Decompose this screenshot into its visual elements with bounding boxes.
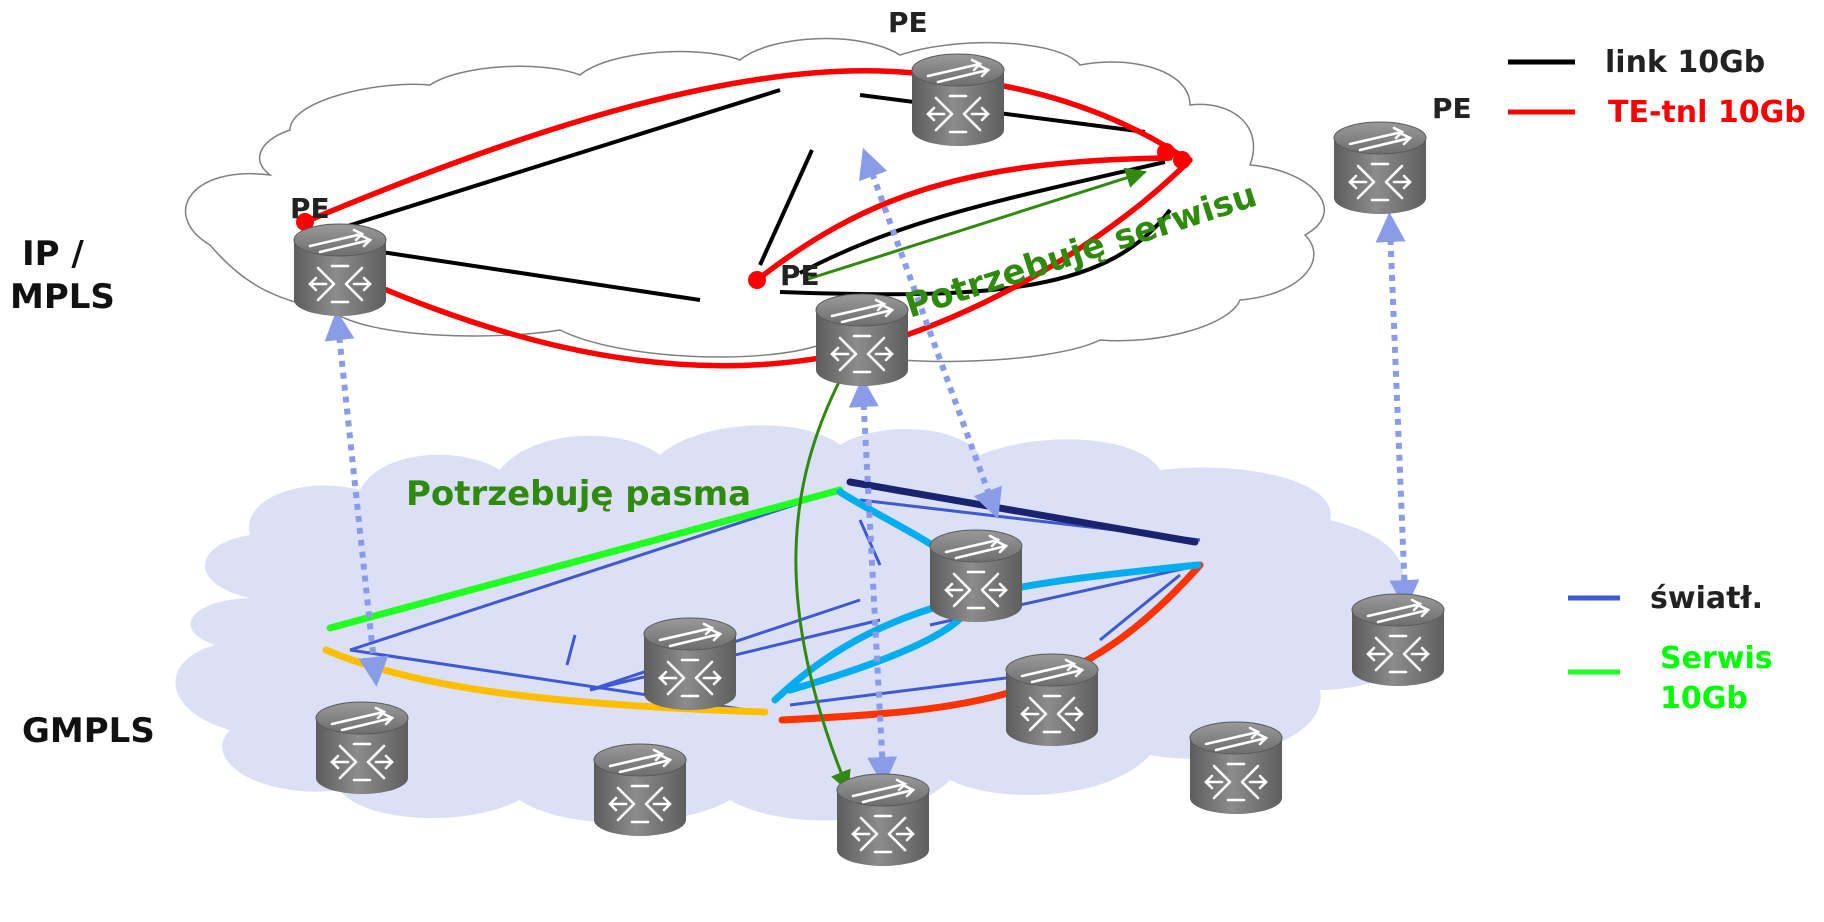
gmpls-router-7	[1188, 720, 1284, 816]
pe-label-center: PE	[780, 259, 820, 292]
pe-labels: PE PE PE PE	[290, 6, 1472, 292]
gmpls-router-4	[928, 528, 1024, 624]
gmpls-router-5	[1004, 652, 1100, 748]
legend-label-service-line1: Serwis	[1660, 641, 1773, 676]
gmpls-router-6	[835, 772, 931, 868]
pe-label-right: PE	[1432, 92, 1472, 125]
legend-label-service-line2: 10Gb	[1660, 681, 1748, 716]
legend-bottom: światł. Serwis 10Gb	[1568, 581, 1773, 716]
pe-router-top	[910, 52, 1006, 148]
pe-label-top: PE	[888, 6, 928, 39]
layer-label-bottom: GMPLS	[22, 711, 155, 751]
need-bandwidth-label: Potrzebuję pasma	[406, 474, 751, 514]
pe-router-center	[814, 292, 910, 388]
layer-label-top-line2: MPLS	[10, 277, 115, 317]
pe-router-left	[292, 222, 388, 318]
service-green-path	[326, 486, 844, 632]
layer-label-top-line1: IP /	[22, 234, 84, 274]
gmpls-router-1	[314, 700, 410, 796]
legend-label-optical: światł.	[1650, 581, 1763, 616]
need-service-arrow	[804, 167, 1148, 282]
legend-label-link: link 10Gb	[1605, 45, 1765, 80]
layer-labels: IP / MPLS GMPLS	[10, 234, 155, 751]
legend-label-te: TE-tnl 10Gb	[1608, 95, 1806, 130]
gmpls-router-2	[642, 616, 738, 712]
inter-layer-links	[324, 147, 1420, 787]
legend-top: link 10Gb TE-tnl 10Gb	[1508, 45, 1806, 130]
gmpls-router-3	[592, 742, 688, 838]
need-bandwidth-arrow	[794, 379, 851, 792]
pe-label-left: PE	[290, 192, 330, 225]
gmpls-router-8	[1350, 592, 1446, 688]
signalling-arrows	[794, 167, 1148, 792]
pe-router-right	[1332, 120, 1428, 216]
